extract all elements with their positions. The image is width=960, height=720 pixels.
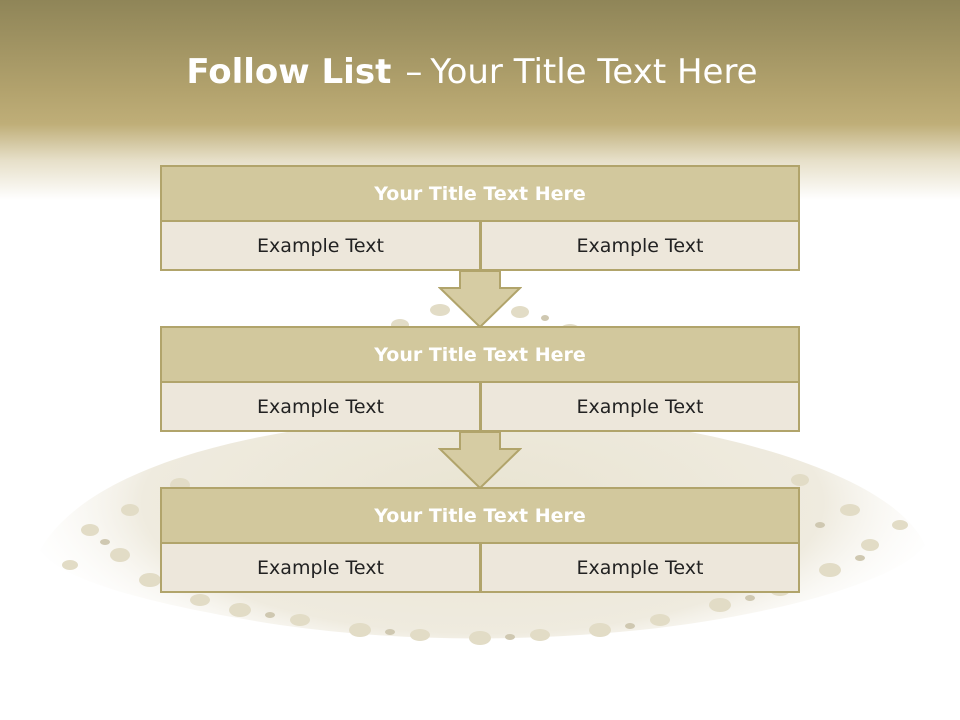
slide-title: Follow List–Your Title Text Here bbox=[0, 52, 944, 92]
step-cell-right: Example Text bbox=[480, 383, 800, 432]
slide-title-bold: Follow List bbox=[186, 52, 392, 92]
step-cell-left: Example Text bbox=[160, 383, 481, 432]
slide-title-dash: – bbox=[405, 52, 423, 92]
step-title: Your Title Text Here bbox=[160, 165, 800, 222]
step-title: Your Title Text Here bbox=[160, 326, 800, 383]
slide-title-rest: Your Title Text Here bbox=[430, 52, 758, 92]
step-block-3: Your Title Text Here Example Text Exampl… bbox=[160, 487, 800, 593]
down-arrow-icon bbox=[438, 270, 522, 328]
down-arrow-icon bbox=[438, 431, 522, 489]
step-cell-left: Example Text bbox=[160, 222, 481, 271]
step-block-2: Your Title Text Here Example Text Exampl… bbox=[160, 326, 800, 432]
step-cell-right: Example Text bbox=[480, 222, 800, 271]
step-cell-left: Example Text bbox=[160, 544, 481, 593]
step-block-1: Your Title Text Here Example Text Exampl… bbox=[160, 165, 800, 271]
step-cell-right: Example Text bbox=[480, 544, 800, 593]
step-title: Your Title Text Here bbox=[160, 487, 800, 544]
